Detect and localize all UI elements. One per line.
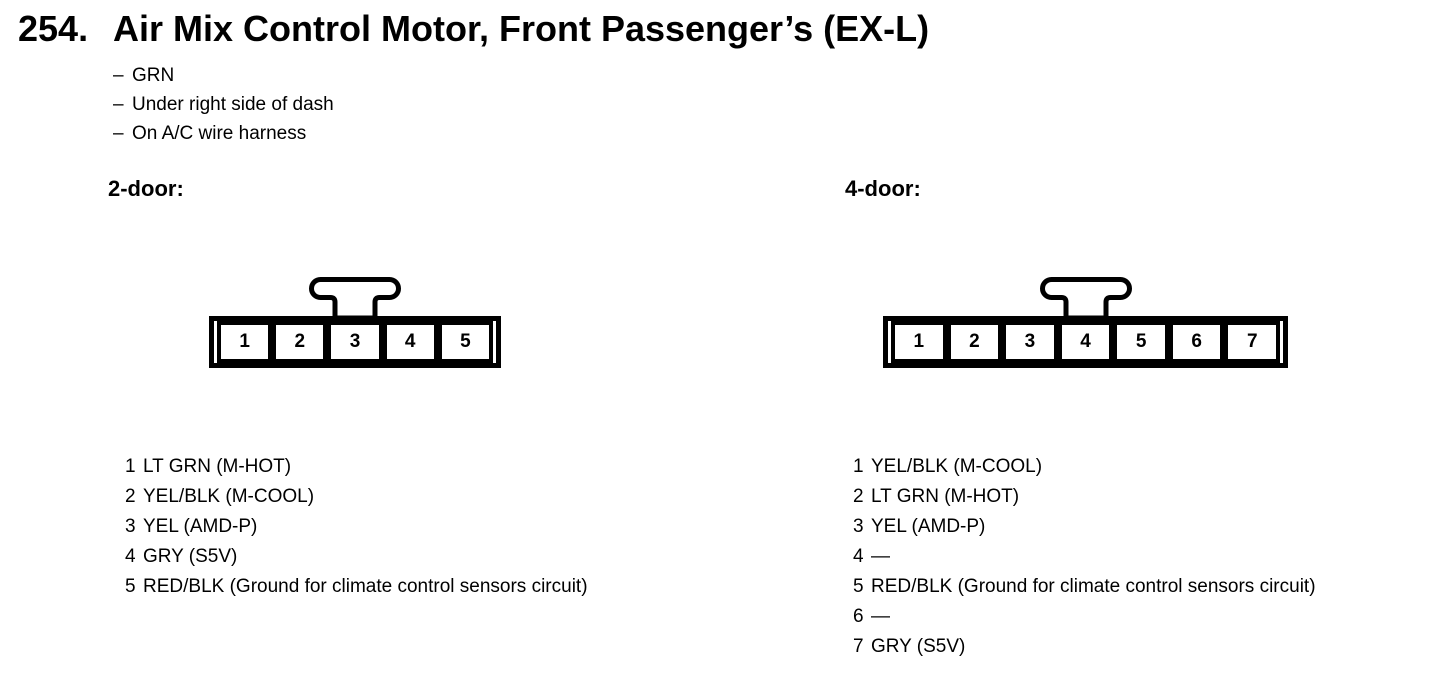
pin-list-4door: 1 YEL/BLK (M-COOL) 2 LT GRN (M-HOT) 3 YE… <box>853 452 1316 662</box>
pin-wire-label: YEL (AMD-P) <box>871 516 986 537</box>
note-text: On A/C wire harness <box>132 123 307 144</box>
pin-list-2door: 1 LT GRN (M-HOT) 2 YEL/BLK (M-COOL) 3 YE… <box>125 452 588 602</box>
pin-cavity: 4 <box>1057 321 1114 363</box>
pin-number: 5 <box>125 576 136 597</box>
pin-row: 1 LT GRN (M-HOT) <box>125 452 588 482</box>
pin-wire-label: GRY (S5V) <box>143 546 238 567</box>
pin-number: 6 <box>853 606 864 627</box>
pin-wire-label: YEL/BLK (M-COOL) <box>871 456 1043 477</box>
pin-number: 7 <box>853 636 864 657</box>
pin-number: 3 <box>125 516 136 537</box>
pin-number: 3 <box>853 516 864 537</box>
connector-keying-tab-icon <box>1039 277 1132 318</box>
pin-wire-label: YEL/BLK (M-COOL) <box>143 486 315 507</box>
pin-cavity: 5 <box>1113 321 1169 363</box>
pin-row: 6 — <box>853 602 1316 632</box>
note-text: GRN <box>132 65 175 86</box>
pin-row: 2 YEL/BLK (M-COOL) <box>125 482 588 512</box>
pin-row: 7 GRY (S5V) <box>853 632 1316 662</box>
section-heading-2door: 2-door: <box>108 176 184 201</box>
pin-row: 4 — <box>853 542 1316 572</box>
pin-number: 4 <box>853 546 864 567</box>
page-title: 254. Air Mix Control Motor, Front Passen… <box>18 8 929 50</box>
pin-wire-label: GRY (S5V) <box>871 636 966 657</box>
dash-bullet: – <box>113 65 124 86</box>
pin-wire-label: RED/BLK (Ground for climate control sens… <box>871 576 1316 597</box>
pin-wire-label: LT GRN (M-HOT) <box>871 486 1020 507</box>
note-text: Under right side of dash <box>132 94 334 115</box>
pin-cavity: 6 <box>1168 321 1225 363</box>
note-item: – On A/C wire harness <box>113 119 334 148</box>
connector-body-4door: 1 2 3 4 5 6 7 <box>883 316 1288 368</box>
item-number: 254. <box>18 8 89 49</box>
pin-cavity: 5 <box>437 321 494 363</box>
pin-cavity: 7 <box>1224 321 1281 363</box>
connector-diagram-4door: 1 2 3 4 5 6 7 <box>883 277 1288 368</box>
pin-cavity: 1 <box>217 321 273 363</box>
pin-row: 1 YEL/BLK (M-COOL) <box>853 452 1316 482</box>
notes-list: – GRN – Under right side of dash – On A/… <box>113 61 334 148</box>
pin-number: 4 <box>125 546 136 567</box>
section-heading-4door: 4-door: <box>845 176 921 201</box>
pin-number: 2 <box>125 486 136 507</box>
pin-wire-label: LT GRN (M-HOT) <box>143 456 292 477</box>
pin-cavity: 3 <box>1002 321 1058 363</box>
note-item: – GRN <box>113 61 334 90</box>
pin-row: 4 GRY (S5V) <box>125 542 588 572</box>
pin-number: 1 <box>125 456 136 477</box>
pin-number: 2 <box>853 486 864 507</box>
note-item: – Under right side of dash <box>113 90 334 119</box>
connector-keying-tab-icon <box>309 277 401 318</box>
pin-wire-label: YEL (AMD-P) <box>143 516 258 537</box>
pin-cavity: 4 <box>382 321 438 363</box>
pin-row: 5 RED/BLK (Ground for climate control se… <box>853 572 1316 602</box>
pin-row: 2 LT GRN (M-HOT) <box>853 482 1316 512</box>
pin-wire-label: — <box>871 546 890 567</box>
pin-wire-label: — <box>871 606 890 627</box>
page-title-text: Air Mix Control Motor, Front Passenger’s… <box>113 8 930 49</box>
connector-body-2door: 1 2 3 4 5 <box>209 316 501 368</box>
pin-row: 3 YEL (AMD-P) <box>853 512 1316 542</box>
pin-number: 1 <box>853 456 864 477</box>
pin-cavity: 1 <box>891 321 947 363</box>
pin-cavity: 2 <box>946 321 1003 363</box>
pin-cavity: 3 <box>327 321 383 363</box>
connector-diagram-2door: 1 2 3 4 5 <box>209 277 501 368</box>
pin-row: 5 RED/BLK (Ground for climate control se… <box>125 572 588 602</box>
pin-wire-label: RED/BLK (Ground for climate control sens… <box>143 576 588 597</box>
dash-bullet: – <box>113 123 124 144</box>
pin-cavity: 2 <box>272 321 328 363</box>
dash-bullet: – <box>113 94 124 115</box>
pin-number: 5 <box>853 576 864 597</box>
pin-row: 3 YEL (AMD-P) <box>125 512 588 542</box>
